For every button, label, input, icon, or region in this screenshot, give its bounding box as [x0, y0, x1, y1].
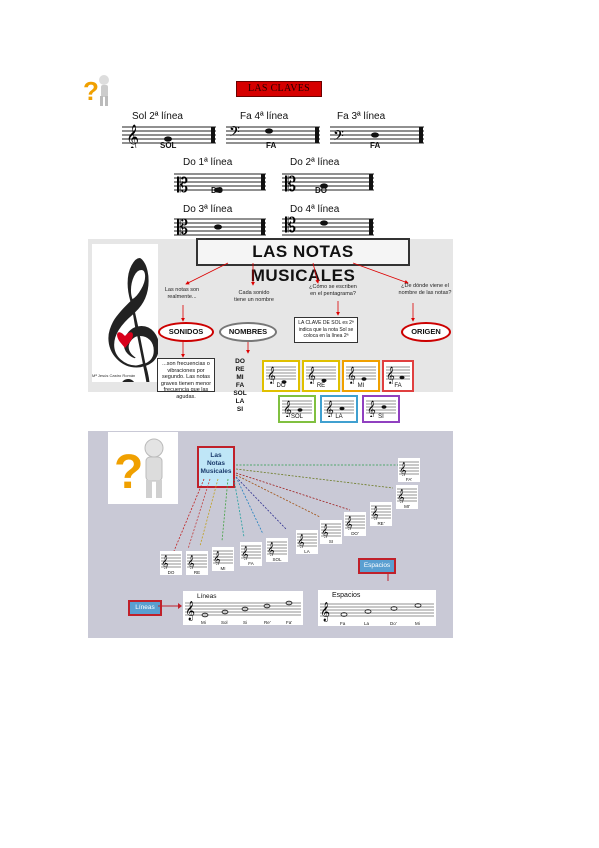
claves-title: LAS CLAVES — [236, 81, 322, 97]
mini-staff-do2: 𝄞DO' — [344, 512, 366, 536]
sonidos-info-box: ...son frecuencias o vibraciones por seg… — [157, 358, 215, 400]
svg-text:𝄞: 𝄞 — [241, 547, 249, 560]
sonidos-oval: SONIDOS — [158, 322, 214, 342]
clef-label: Fa 4ª línea — [240, 111, 289, 122]
mini-staff-la: 𝄞LA — [296, 530, 318, 554]
svg-text:𝄞: 𝄞 — [371, 507, 379, 520]
staff-do-4: 𝄡 — [282, 216, 374, 240]
note-label: FA — [266, 141, 277, 150]
staff-do-1: 𝄡 — [174, 171, 266, 195]
clef-label: Do 2ª línea — [290, 157, 340, 168]
staff-do-2: 𝄡 — [282, 171, 374, 195]
svg-text:𝄞: 𝄞 — [267, 366, 276, 384]
question-text: ¿De dónde viene el nombre de las notas? — [398, 283, 452, 296]
svg-text:𝄞: 𝄞 — [267, 543, 275, 556]
staff-do-3: 𝄡 — [174, 216, 266, 240]
question-text: ¿Cómo se escriben en el pentagrama? — [309, 284, 357, 297]
mini-staff-mi: 𝄞MI — [212, 547, 234, 571]
svg-text:𝄞: 𝄞 — [307, 366, 316, 384]
svg-text:𝄢: 𝄢 — [333, 128, 344, 148]
mini-staff-sol: 𝄞SOL — [266, 538, 288, 562]
svg-text:𝄡: 𝄡 — [177, 173, 188, 195]
mini-staff-fa: 𝄞FA — [240, 542, 262, 566]
mini-staff-re2: 𝄞RE' — [370, 502, 392, 526]
staff-sol-2: 𝄞 — [122, 124, 216, 148]
svg-text:𝄞: 𝄞 — [320, 602, 330, 622]
svg-text:𝄢: 𝄢 — [229, 124, 240, 144]
origen-oval: ORIGEN — [401, 322, 451, 342]
svg-text:𝄞: 𝄞 — [297, 535, 305, 548]
svg-text:𝄞: 𝄞 — [325, 400, 334, 417]
svg-text:𝄞: 𝄞 — [161, 556, 169, 569]
nombres-oval: NOMBRES — [219, 322, 277, 342]
note-label: SOL — [160, 141, 177, 150]
clef-label: Sol 2ª línea — [132, 111, 183, 122]
espacios-tag: Espacios — [358, 558, 396, 574]
note-card-fa: 𝄞 FA — [382, 360, 414, 392]
clave-sol-info-box: LA CLAVE DE SOL es 2ª indica que la nota… — [294, 317, 358, 343]
svg-text:𝄡: 𝄡 — [285, 172, 296, 195]
thinking-figure-image: ? — [108, 432, 178, 504]
question-text: Las notas son realmente... — [164, 287, 200, 300]
clef-label: Do 3ª línea — [183, 204, 233, 215]
svg-text:𝄞: 𝄞 — [367, 400, 376, 417]
svg-text:?: ? — [83, 76, 99, 106]
note-card-si: 𝄞 SI — [362, 395, 400, 423]
svg-text:𝄞: 𝄞 — [283, 400, 292, 417]
note-card-sol: 𝄞 SOL — [278, 395, 316, 423]
svg-text:𝄞: 𝄞 — [185, 601, 195, 621]
treble-clef-heart-image: 𝄞 — [92, 244, 165, 401]
svg-text:𝄞: 𝄞 — [187, 556, 195, 569]
lineas-tag: Líneas — [128, 600, 162, 616]
mini-staff-mi2: 𝄞MI' — [396, 485, 418, 509]
clef-label: Do 4ª línea — [290, 204, 340, 215]
svg-text:𝄞: 𝄞 — [126, 124, 139, 148]
note-card-mi: 𝄞 MI — [342, 360, 380, 392]
svg-text:𝄞: 𝄞 — [397, 490, 405, 503]
mini-staff-fa2: 𝄞FA' — [398, 458, 420, 482]
question-figure-icon: ? — [80, 72, 116, 108]
svg-text:𝄞: 𝄞 — [347, 366, 356, 384]
lineas-arrow — [158, 603, 182, 609]
mini-staff-re: 𝄞RE — [186, 551, 208, 575]
clef-label: Fa 3ª línea — [337, 111, 386, 122]
lineas-staff: Líneas 𝄞 Mi Sol Si Re' Fa' — [183, 591, 303, 625]
staff-fa-3: 𝄢 — [330, 124, 424, 148]
note-label: FA — [370, 141, 381, 150]
svg-text:𝄞: 𝄞 — [321, 525, 329, 538]
credit-text: Mª Jesús Castro Román — [92, 373, 136, 378]
note-card-la: 𝄞 LA — [320, 395, 358, 423]
notas-musicales-title: LAS NOTAS MUSICALES — [196, 238, 410, 285]
svg-text:𝄡: 𝄡 — [177, 216, 188, 239]
note-label: DO — [211, 186, 223, 195]
espacios-staff: Espacios 𝄞 Fa La Do' Mi — [318, 590, 436, 626]
clef-label: Do 1ª línea — [183, 157, 233, 168]
note-label: DO — [315, 186, 327, 195]
svg-text:𝄞: 𝄞 — [94, 256, 158, 382]
note-card-do: 𝄞 DO — [262, 360, 300, 392]
mini-staff-si: 𝄞SI — [320, 520, 342, 544]
svg-text:𝄞: 𝄞 — [386, 366, 395, 384]
question-text: Cada sonido tiene un nombre — [234, 290, 274, 303]
svg-text:𝄞: 𝄞 — [213, 552, 221, 565]
svg-text:𝄞: 𝄞 — [345, 517, 353, 530]
svg-text:𝄞: 𝄞 — [399, 463, 407, 476]
note-card-re: 𝄞 RE — [302, 360, 340, 392]
staff-fa-4: 𝄢 — [226, 124, 320, 148]
svg-text:𝄡: 𝄡 — [285, 216, 296, 237]
connector-arrows — [181, 262, 415, 358]
mini-staff-do: 𝄞DO — [160, 551, 182, 575]
svg-text:?: ? — [114, 446, 143, 499]
